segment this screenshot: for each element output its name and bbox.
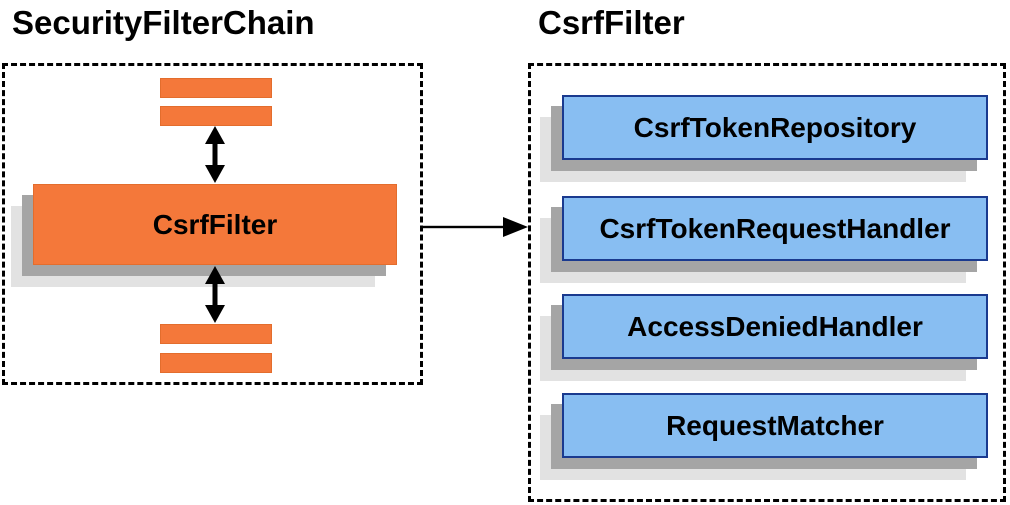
security-filter-chain-container: [2, 63, 423, 385]
csrf-filter-title: CsrfFilter: [538, 4, 685, 41]
csrf-filter-container: [528, 63, 1006, 502]
filter-bar: [160, 353, 272, 373]
filter-bar: [160, 78, 272, 98]
right-arrow-icon: [423, 216, 528, 238]
csrf-token-request-handler-node: CsrfTokenRequestHandler: [562, 196, 988, 261]
filter-bar: [160, 106, 272, 126]
vertical-double-arrow-icon: [204, 266, 226, 323]
security-filter-chain-title: SecurityFilterChain: [12, 4, 315, 41]
access-denied-handler-node: AccessDeniedHandler: [562, 294, 988, 359]
request-matcher-node: RequestMatcher: [562, 393, 988, 458]
csrf-token-repository-node: CsrfTokenRepository: [562, 95, 988, 160]
filter-bar: [160, 324, 272, 344]
csrf-filter-node: CsrfFilter: [33, 184, 397, 265]
vertical-double-arrow-icon: [204, 126, 226, 183]
